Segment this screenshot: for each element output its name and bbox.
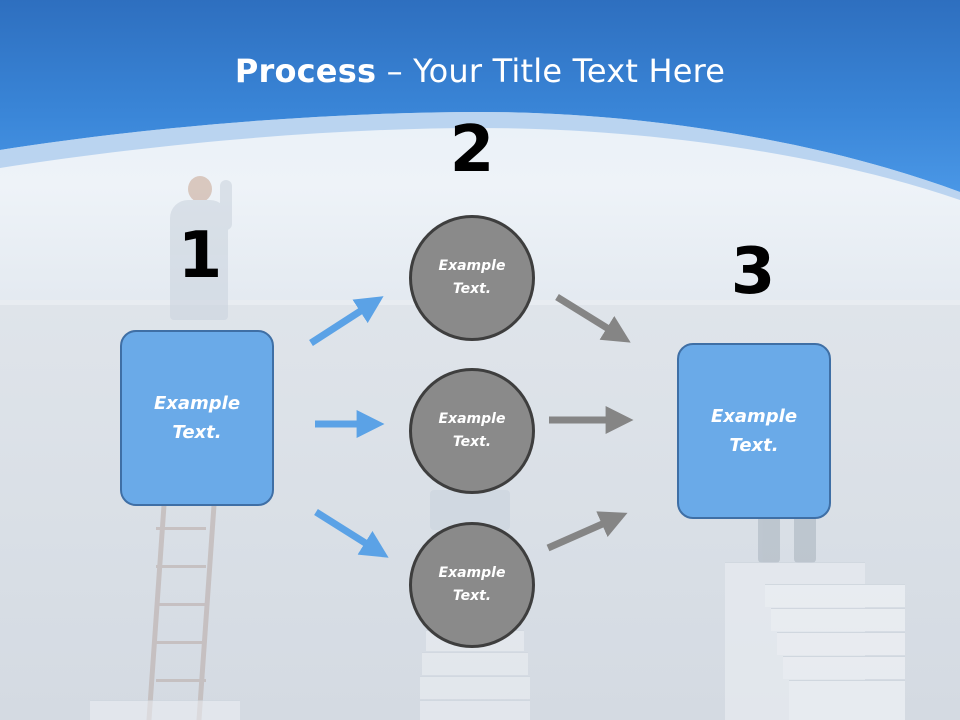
step-number-1: 1 [177,219,223,293]
stairs-right [725,562,905,720]
stairs-middle [420,630,530,720]
person-silhouette-left [150,176,240,326]
step-3-box-text-line-2: Text. [729,435,779,456]
ladder-image [146,505,217,720]
circle-middle-text-line-2: Text. [452,434,492,450]
arrow-gray-down [555,294,631,343]
step-1-box-text-line-2: Text. [172,422,222,443]
circle-bottom-text-line-1: Example [438,565,506,581]
circle-top-text-line-1: Example [438,258,506,274]
arrow-blue-up [309,296,384,346]
slide-title: Process – Your Title Text Here [0,52,960,90]
circle-bottom-text-line-2: Text. [452,588,492,604]
step-1-box-text-line-1: Example [153,393,241,414]
title-separator: – [376,52,414,90]
ledge-left [90,700,240,720]
circle-middle-text-line-1: Example [438,411,506,427]
step-number-3: 3 [730,235,776,309]
arrow-blue-down [314,509,389,558]
circle-top-text-line-2: Text. [452,281,492,297]
header-band [0,0,960,200]
arrow-gray-up [546,511,628,552]
person-silhouette-right [758,515,818,565]
title-text: Your Title Text Here [413,52,726,90]
title-bold: Process [234,52,377,90]
step-number-2: 2 [449,113,495,187]
step-3-box-text-line-1: Example [710,406,798,427]
